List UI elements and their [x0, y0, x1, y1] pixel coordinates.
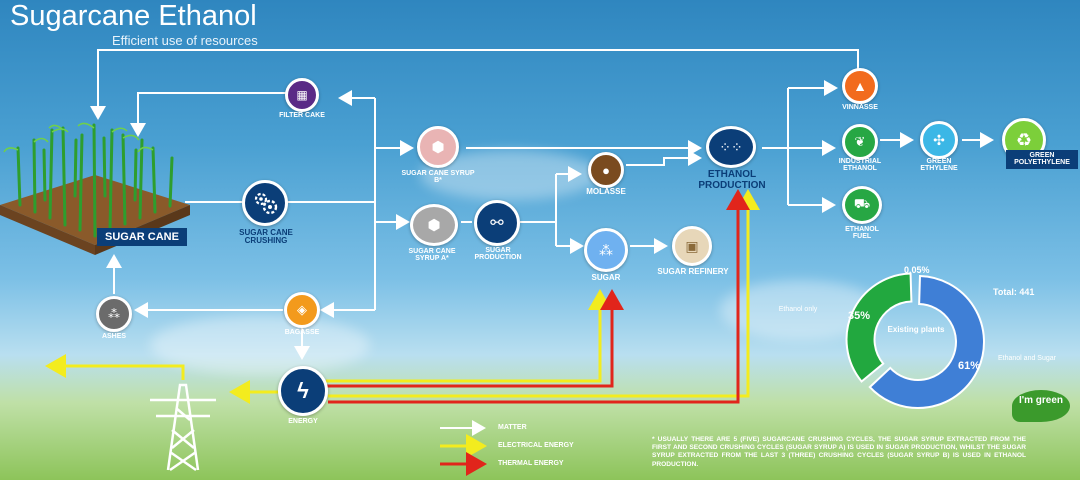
pie-slice-1 [868, 274, 985, 409]
filter-cake-icon: ▦ [296, 88, 308, 102]
flame-icon: ▲ [853, 78, 867, 94]
legend-thermal: THERMAL ENERGY [492, 460, 564, 467]
energy-label: ENERGY [288, 418, 318, 425]
legend-electrical: ELECTRICAL ENERGY [492, 442, 574, 449]
filter-cake-node: ▦ [285, 78, 319, 112]
ethanol-fuel-label: ETHANOL FUEL [845, 226, 879, 241]
green-ethylene-label: GREEN ETHYLENE [920, 158, 958, 173]
green-polyethylene-label: GREEN POLYETHYLENE [1006, 150, 1078, 169]
molasse-node: ● [588, 152, 624, 188]
legend-electrical-label: ELECTRICAL ENERGY [498, 442, 574, 449]
ethanol-production-node: ⁘⁘ [706, 126, 756, 168]
ethanol-fuel-node: ⛟ [842, 186, 882, 224]
crushing-node [242, 180, 288, 226]
molecule-icon: ✣ [933, 131, 945, 148]
pie-chart [845, 272, 985, 409]
page-title: Sugarcane Ethanol [10, 0, 257, 32]
legend-matter-label: MATTER [498, 424, 527, 431]
legend-ethanol-only: Ethanol only [778, 306, 818, 313]
bagasse-label: BAGASSE [284, 329, 320, 336]
industrial-ethanol-node: ❦ [842, 124, 878, 160]
gears-icon [254, 192, 278, 215]
page-subtitle: Efficient use of resources [112, 33, 258, 48]
bagasse-node: ◈ [284, 292, 320, 328]
im-green-logo: I'm green [1012, 390, 1070, 422]
footnote: * USUALLY THERE ARE 5 (FIVE) SUGARCANE C… [652, 436, 1026, 468]
dots-grid-icon: ⁘⁘ [719, 138, 743, 155]
sugar-refinery-label: SUGAR REFINERY [657, 267, 729, 276]
legend-matter: MATTER [492, 424, 527, 431]
bagasse-icon: ◈ [297, 302, 307, 317]
pie-center-label: Existing plants [887, 325, 945, 334]
molasse-label: MOLASSE [586, 187, 626, 196]
industrial-ethanol-label: INDUSTRIAL ETHANOL [838, 158, 882, 173]
energy-node: ϟ [278, 366, 328, 416]
ashes-label: ASHES [101, 333, 127, 340]
car-icon: ⛟ [853, 196, 871, 211]
cube-icon: ⬢ [427, 217, 441, 234]
pie-center [882, 306, 954, 378]
pie-label-small: 0,05% [904, 265, 930, 275]
ethanol-production-label: ETHANOL PRODUCTION [698, 169, 766, 191]
recycle-icon: ♻ [1015, 129, 1033, 150]
lightning-icon: ϟ [297, 378, 309, 403]
pie-value-35: 35% [848, 310, 871, 322]
leaf-icon: ❦ [854, 134, 866, 149]
syrup-b-label: SUGAR CANE SYRUP B* [401, 170, 475, 185]
cloud [150, 315, 370, 375]
pie-total-label: Total: 441 [993, 287, 1035, 297]
filter-cake-label: FILTER CAKE [279, 112, 325, 119]
sugar-crystals-icon: ⁂ [599, 241, 613, 258]
sugar-production-node: ⚯ [474, 200, 520, 246]
sugar-refinery-node: ▣ [672, 226, 712, 266]
vinnasse-node: ▲ [842, 68, 878, 104]
vinnasse-label: VINNASSE [842, 104, 878, 111]
crushing-label: SUGAR CANE CRUSHING [239, 228, 293, 246]
legend-ethanol-and-sugar: Ethanol and Sugar [998, 355, 1056, 362]
drop-icon: ● [602, 162, 610, 178]
sugar-cane-label: SUGAR CANE [97, 228, 187, 246]
syrup-a-node: ⬢ [410, 204, 458, 246]
ashes-icon: ⁂ [108, 307, 120, 321]
green-ethylene-node: ✣ [920, 121, 958, 159]
syrup-a-label: SUGAR CANE SYRUP A* [408, 248, 456, 263]
transmission-tower-icon [150, 383, 216, 472]
legend-thermal-label: THERMAL ENERGY [498, 460, 564, 467]
sugar-production-label: SUGAR PRODUCTION [474, 247, 522, 262]
pie-slice-0 [845, 272, 913, 383]
molecule-icon: ⚯ [490, 215, 504, 232]
sugar-bag-icon: ▣ [685, 237, 699, 254]
ashes-node: ⁂ [96, 296, 132, 332]
pie-value-61: 61% [958, 360, 981, 372]
sugar-label: SUGAR [591, 273, 621, 282]
sugar-node: ⁂ [584, 228, 628, 272]
syrup-b-node: ⬢ [417, 126, 459, 168]
cube-icon: ⬢ [431, 139, 445, 156]
